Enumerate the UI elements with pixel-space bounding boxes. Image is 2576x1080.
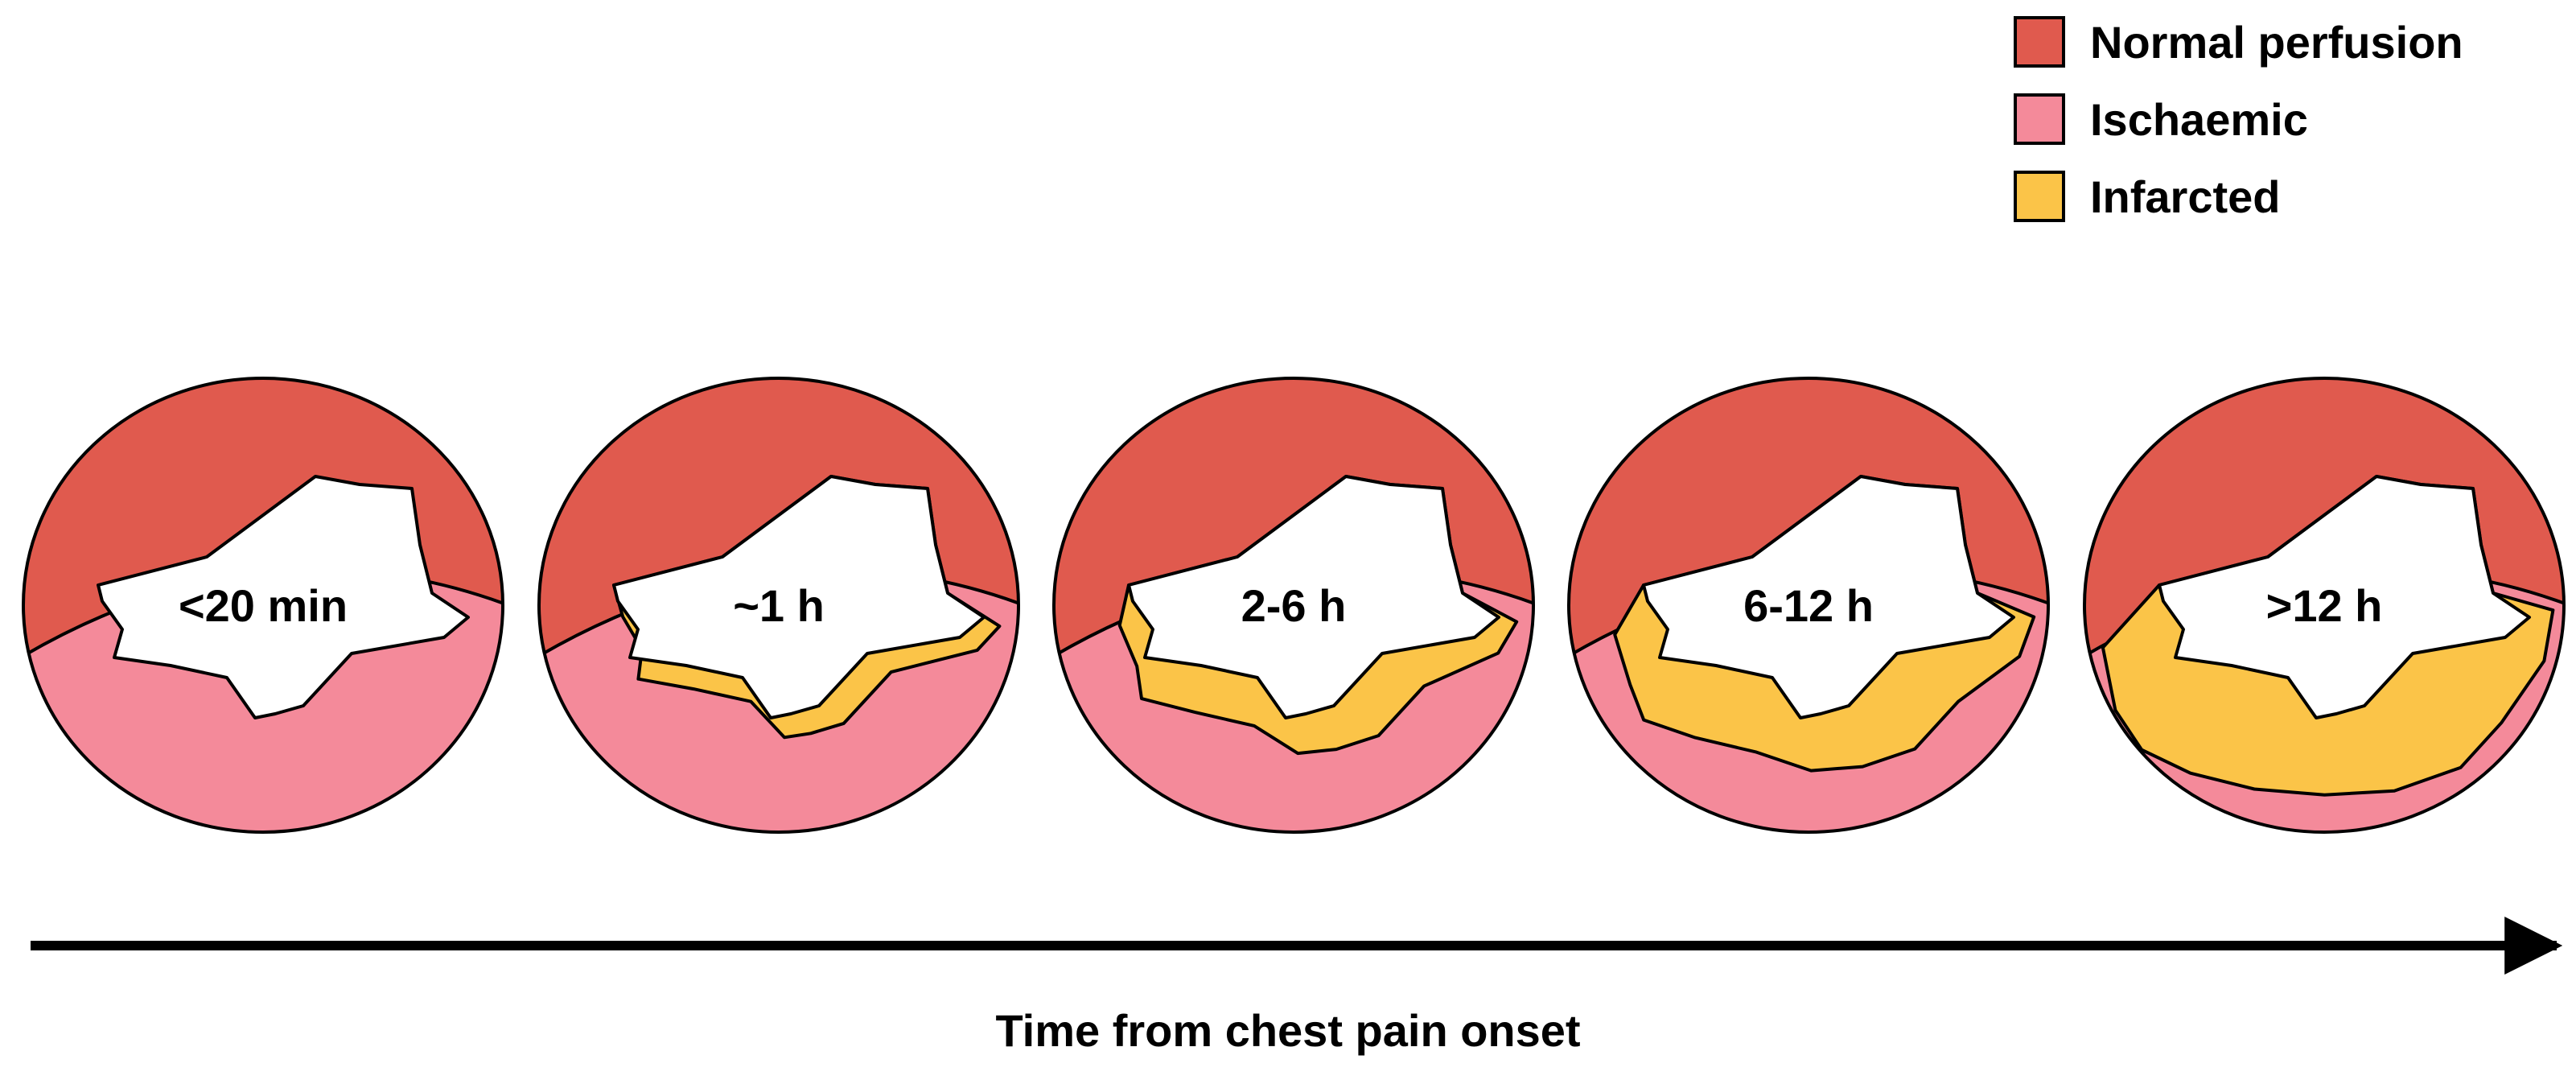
stage-disc: 6-12 h [1567, 377, 2050, 834]
disc-outline [22, 377, 504, 834]
stage-label: 2-6 h [1241, 580, 1347, 631]
stage-label: ~1 h [733, 580, 825, 631]
disc-outline [1567, 377, 2050, 834]
cavity [2158, 475, 2531, 719]
stage-label: <20 min [179, 580, 348, 631]
cavity [612, 475, 986, 719]
legend-label-normal: Normal perfusion [2090, 17, 2463, 68]
stage-disc: <20 min [22, 377, 504, 834]
disc-outline [1052, 377, 1535, 834]
stage-disc: 2-6 h [1052, 377, 1535, 834]
legend-item-normal: Normal perfusion [2014, 16, 2463, 68]
legend-swatch-normal [2014, 16, 2065, 68]
legend: Normal perfusion Ischaemic Infarcted [2014, 16, 2463, 222]
stage-label: 6-12 h [1743, 580, 1874, 631]
time-axis-label: Time from chest pain onset [995, 1005, 1580, 1056]
cavity [97, 475, 470, 719]
cavity [1642, 475, 2015, 719]
stage-sequence: <20 min ~1 h 2-6 h 6-12 h >12 h [22, 377, 2566, 834]
stage-disc: >12 h [2083, 377, 2566, 834]
cavity [1127, 475, 1500, 719]
legend-item-ischaemic: Ischaemic [2014, 93, 2308, 145]
disc-outline [2083, 377, 2566, 834]
legend-label-infarcted: Infarcted [2090, 171, 2281, 222]
stage-disc: ~1 h [537, 377, 1020, 834]
legend-item-infarcted: Infarcted [2014, 171, 2281, 222]
legend-swatch-ischaemic [2014, 93, 2065, 145]
legend-swatch-infarcted [2014, 171, 2065, 222]
disc-outline [537, 377, 1020, 834]
legend-label-ischaemic: Ischaemic [2090, 94, 2308, 145]
stage-label: >12 h [2266, 580, 2383, 631]
